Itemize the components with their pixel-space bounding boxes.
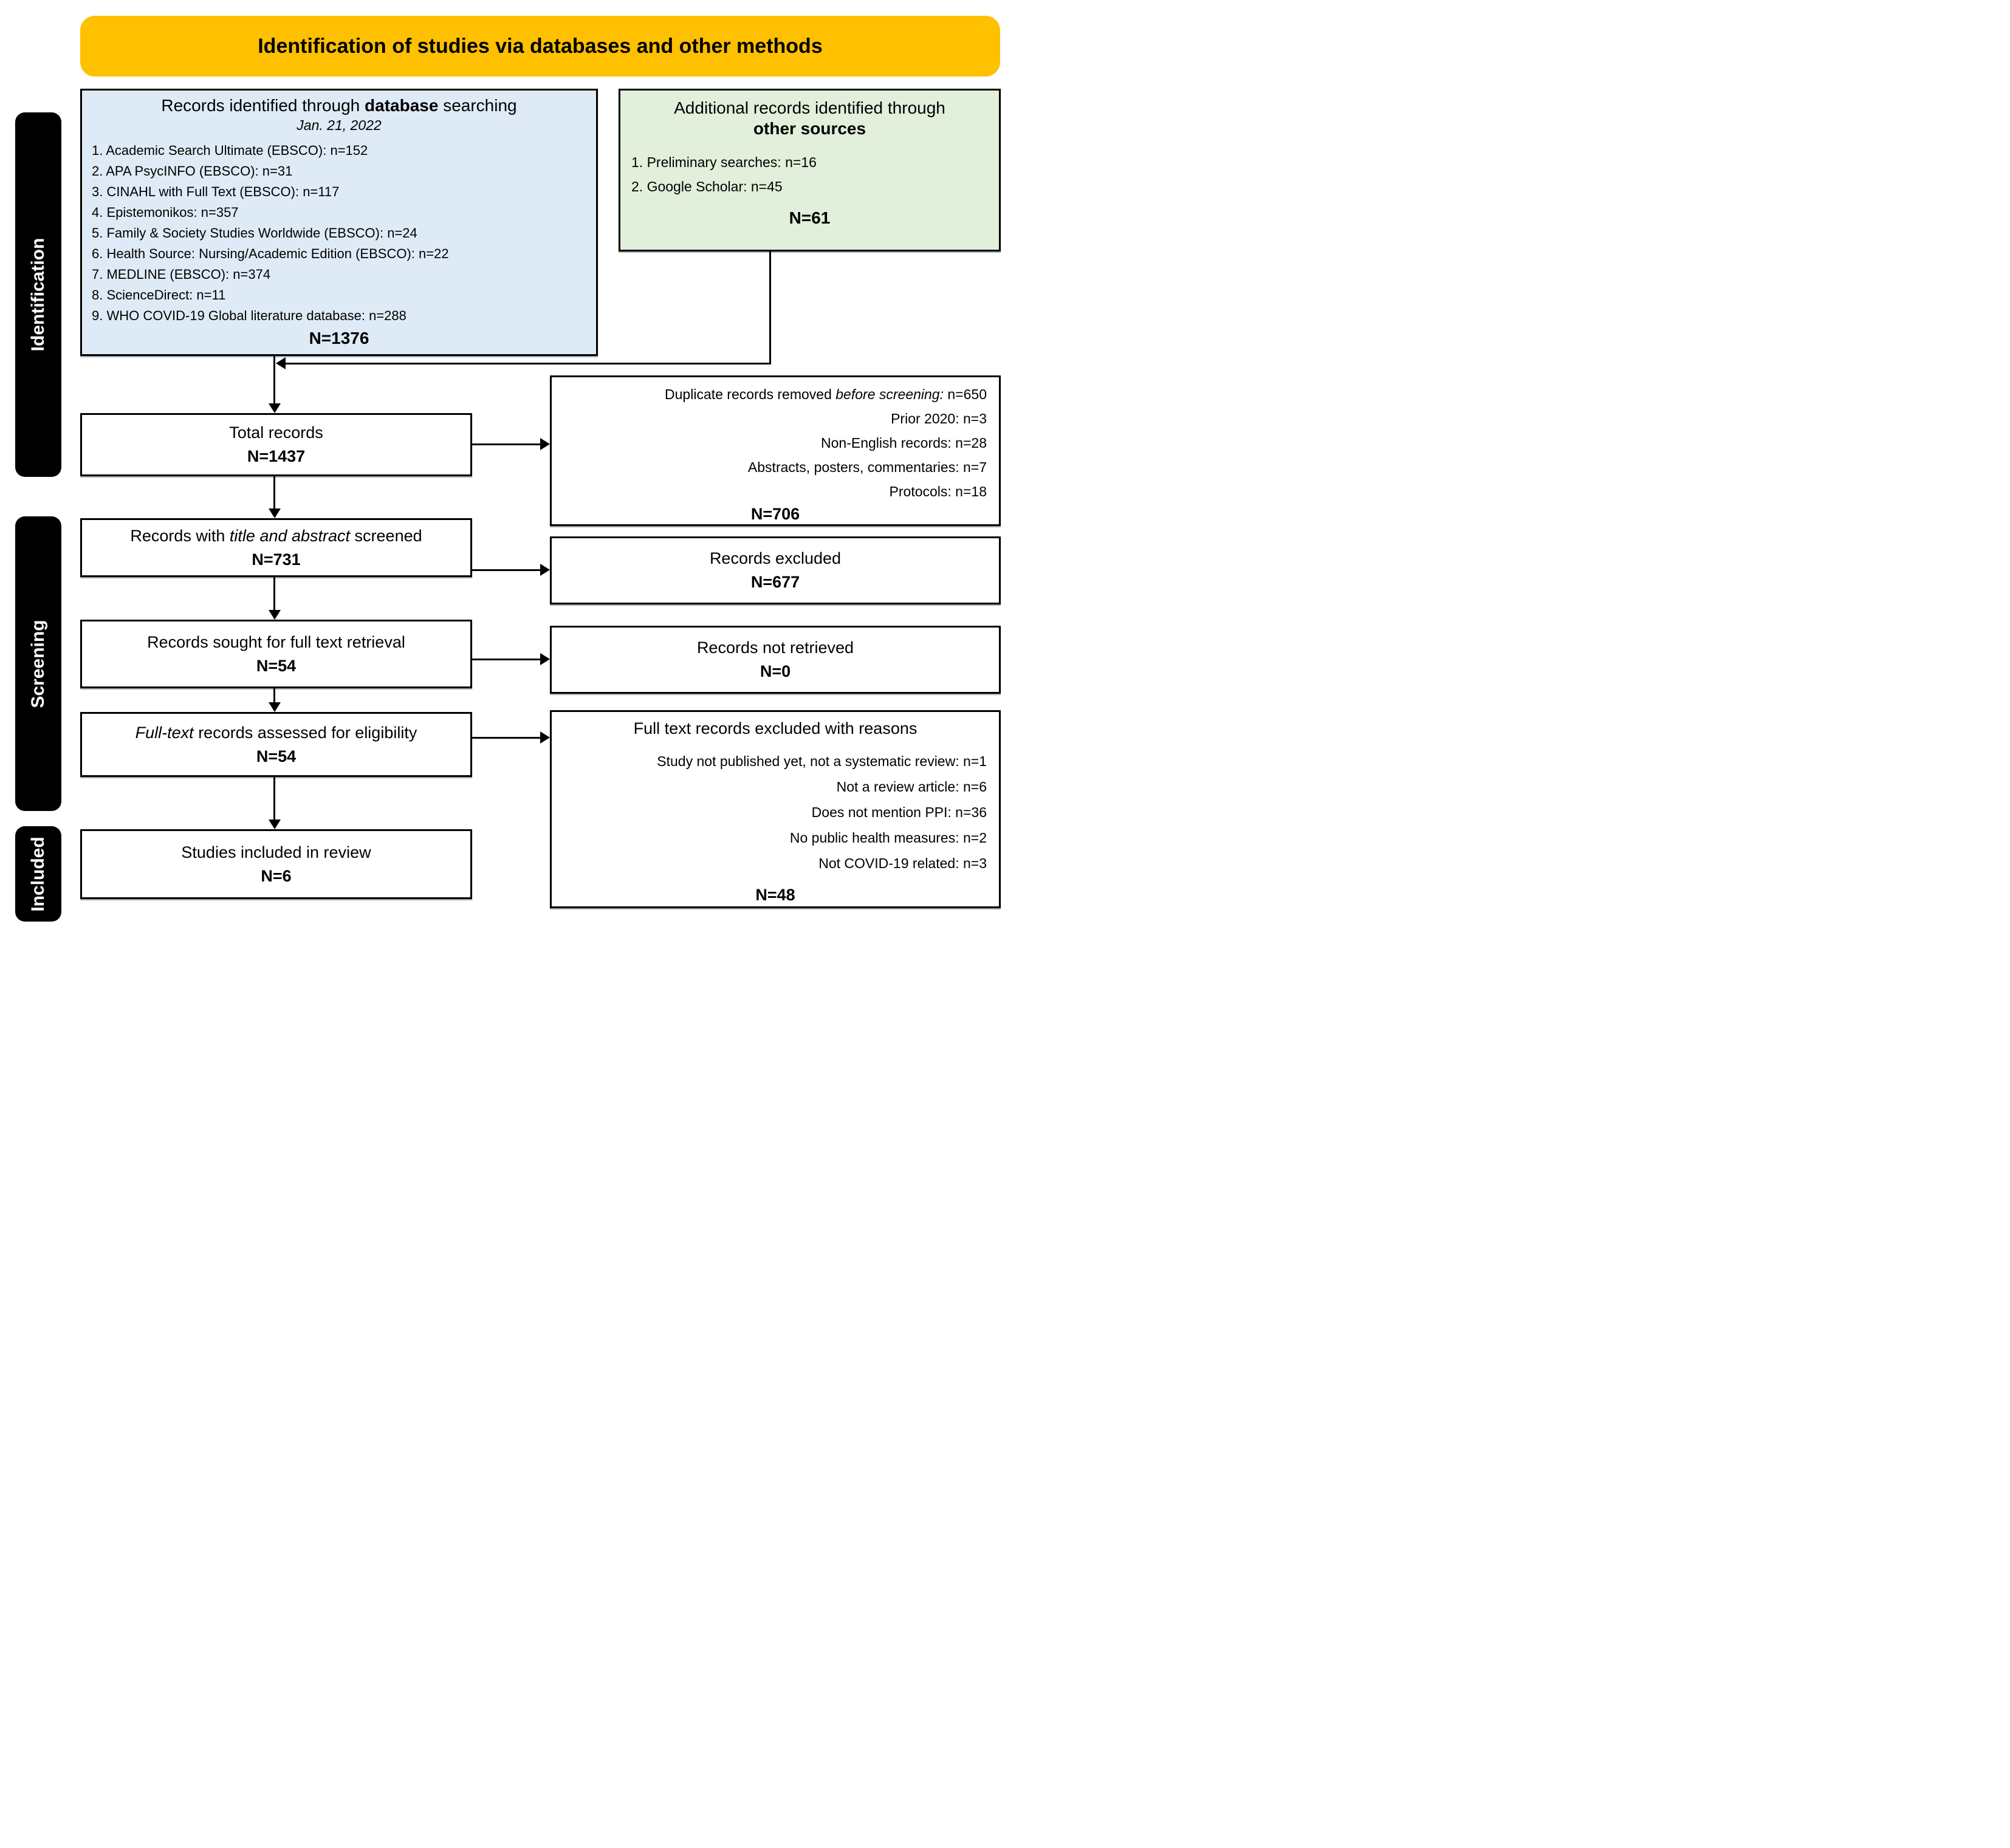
- fulltext-excluded-total: N=48: [755, 886, 795, 904]
- other-sources-list: 1. Preliminary searches: n=16 2. Google …: [631, 150, 988, 199]
- records-not-retrieved-label: Records not retrieved: [696, 638, 854, 657]
- stage-included-label: Included: [28, 836, 48, 912]
- diagram-title: Identification of studies via databases …: [258, 34, 823, 58]
- database-item: 1. Academic Search Ultimate (EBSCO): n=1…: [92, 143, 368, 158]
- other-sources-header: Additional records identified through ot…: [674, 98, 945, 138]
- duplicates-removed-box: Duplicate records removed before screeni…: [550, 375, 1001, 526]
- records-screened-box: Records with title and abstract screened…: [80, 518, 472, 577]
- fulltext-assessed-box: Full-text records assessed for eligibili…: [80, 712, 472, 777]
- connector-sought-to-notretrieved-line: [472, 659, 540, 660]
- duplicates-line: Prior 2020: n=3: [891, 411, 987, 426]
- duplicates-line: Non-English records: n=28: [821, 435, 987, 451]
- database-list: 1. Academic Search Ultimate (EBSCO): n=1…: [92, 140, 586, 326]
- connector-sought-to-notretrieved-arrowhead: [540, 653, 550, 665]
- database-item: 5. Family & Society Studies Worldwide (E…: [92, 225, 417, 241]
- fulltext-assessed-label: Full-text records assessed for eligibili…: [135, 723, 417, 742]
- connector-total-to-duplicates-arrowhead: [540, 438, 550, 450]
- connector-screened-to-sought-line: [273, 577, 275, 610]
- exclusion-reason: No public health measures: n=2: [789, 830, 987, 846]
- records-not-retrieved-count: N=0: [760, 662, 791, 680]
- total-records-label: Total records: [229, 423, 323, 442]
- search-date: Jan. 21, 2022: [297, 117, 382, 133]
- connector-total-to-duplicates-line: [472, 443, 540, 445]
- database-item: 2. APA PsycINFO (EBSCO): n=31: [92, 163, 293, 179]
- records-excluded-label: Records excluded: [709, 549, 842, 567]
- duplicates-total: N=706: [750, 505, 800, 523]
- connector-fulltext-to-included-line: [273, 777, 275, 820]
- connector-sought-to-fulltext-arrowhead: [269, 702, 281, 712]
- other-sources-box: Additional records identified through ot…: [619, 89, 1001, 252]
- stage-screening: Screening: [15, 516, 61, 811]
- connector-screened-to-sought-arrowhead: [269, 610, 281, 620]
- connector-total-to-screened-arrowhead: [269, 508, 281, 518]
- stage-identification-label: Identification: [28, 238, 48, 352]
- other-source-item: 1. Preliminary searches: n=16: [631, 154, 817, 170]
- exclusion-reason: Not a review article: n=6: [836, 779, 987, 795]
- connector-fulltext-to-reasons-line: [472, 737, 540, 739]
- total-records-box: Total records N=1437: [80, 413, 472, 476]
- connector-other-sources-vertical-line: [769, 252, 771, 364]
- fulltext-excluded-box: Full text records excluded with reasons …: [550, 710, 1001, 908]
- duplicates-line: Abstracts, posters, commentaries: n=7: [747, 459, 987, 475]
- database-item: 4. Epistemonikos: n=357: [92, 205, 239, 220]
- title-banner: Identification of studies via databases …: [80, 16, 1000, 77]
- exclusion-reason: Does not mention PPI: n=36: [811, 804, 987, 820]
- duplicates-line: Duplicate records removed before screeni…: [665, 386, 987, 402]
- connector-other-sources-horizontal-line: [286, 363, 771, 364]
- database-records-header: Records identified through database sear…: [161, 96, 517, 115]
- fulltext-excluded-header: Full text records excluded with reasons: [633, 719, 918, 737]
- exclusion-reason: Study not published yet, not a systemati…: [657, 753, 987, 769]
- prisma-flow-diagram: Identification of studies via databases …: [0, 0, 1005, 924]
- database-item: 9. WHO COVID-19 Global literature databa…: [92, 308, 406, 323]
- records-excluded-count: N=677: [750, 573, 800, 591]
- exclusion-reason: Not COVID-19 related: n=3: [818, 855, 987, 871]
- database-item: 7. MEDLINE (EBSCO): n=374: [92, 267, 271, 282]
- records-sought-label: Records sought for full text retrieval: [147, 632, 405, 651]
- records-not-retrieved-box: Records not retrieved N=0: [550, 626, 1001, 694]
- studies-included-count: N=6: [261, 866, 292, 885]
- connector-screened-to-excluded-line: [472, 569, 540, 571]
- other-source-item: 2. Google Scholar: n=45: [631, 179, 783, 194]
- stage-included: Included: [15, 826, 61, 922]
- total-records-count: N=1437: [247, 447, 306, 465]
- stage-screening-label: Screening: [28, 619, 48, 708]
- stage-identification: Identification: [15, 112, 61, 477]
- database-item: 8. ScienceDirect: n=11: [92, 287, 226, 303]
- studies-included-label: Studies included in review: [181, 843, 371, 861]
- records-sought-count: N=54: [256, 656, 297, 675]
- connector-total-to-screened-line: [273, 476, 275, 508]
- connector-other-sources-arrowhead: [276, 357, 286, 369]
- database-records-box: Records identified through database sear…: [80, 89, 598, 356]
- database-total: N=1376: [309, 329, 369, 347]
- database-item: 6. Health Source: Nursing/Academic Editi…: [92, 246, 449, 261]
- other-sources-total: N=61: [789, 208, 831, 227]
- connector-database-to-total-arrowhead: [269, 403, 281, 413]
- connector-fulltext-to-included-arrowhead: [269, 820, 281, 829]
- connector-fulltext-to-reasons-arrowhead: [540, 731, 550, 744]
- records-sought-box: Records sought for full text retrieval N…: [80, 620, 472, 688]
- records-excluded-box: Records excluded N=677: [550, 536, 1001, 604]
- records-screened-label: Records with title and abstract screened: [130, 526, 422, 545]
- connector-screened-to-excluded-arrowhead: [540, 564, 550, 576]
- database-item: 3. CINAHL with Full Text (EBSCO): n=117: [92, 184, 340, 199]
- duplicates-line: Protocols: n=18: [889, 484, 987, 499]
- connector-database-to-total-line: [273, 356, 275, 403]
- studies-included-box: Studies included in review N=6: [80, 829, 472, 899]
- connector-sought-to-fulltext-line: [273, 688, 275, 702]
- fulltext-assessed-count: N=54: [256, 747, 297, 765]
- records-screened-count: N=731: [252, 550, 301, 569]
